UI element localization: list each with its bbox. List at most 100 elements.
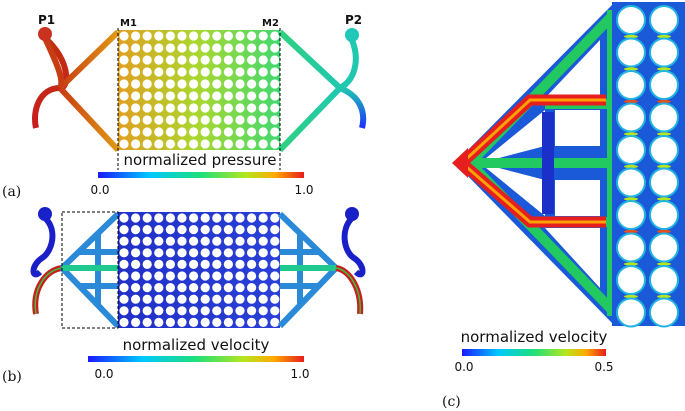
pillar [154, 127, 164, 137]
pillar [212, 283, 222, 293]
pillar [119, 139, 129, 149]
pillar [177, 115, 187, 125]
pillar [247, 259, 257, 269]
pillar [200, 213, 210, 223]
zoom-region-box [61, 211, 119, 329]
pillar [189, 67, 199, 77]
pillar [131, 283, 141, 293]
pillar [212, 115, 222, 125]
pillar [223, 127, 233, 137]
pillar [189, 248, 199, 258]
pillar [165, 55, 175, 65]
pillar [154, 139, 164, 149]
pillar [131, 248, 141, 258]
pillar [119, 248, 129, 258]
pillar [258, 248, 268, 258]
pillar [177, 103, 187, 113]
pillar [247, 79, 257, 89]
pillar [270, 127, 280, 137]
pillar [223, 139, 233, 149]
pillar [142, 259, 152, 269]
pillar [189, 115, 199, 125]
pillar [247, 248, 257, 258]
pillar [649, 5, 679, 35]
pillar [131, 115, 141, 125]
pillar [200, 271, 210, 281]
pillar [154, 103, 164, 113]
pillar [189, 225, 199, 235]
pillar [212, 103, 222, 113]
pillar [235, 225, 245, 235]
pillar [223, 213, 233, 223]
pillar [270, 103, 280, 113]
pillar [235, 317, 245, 327]
pillar [247, 31, 257, 41]
pillar [200, 306, 210, 316]
pillar [189, 283, 199, 293]
pillar [165, 139, 175, 149]
pillar [177, 271, 187, 281]
pillar [154, 248, 164, 258]
pillar [649, 135, 679, 165]
pillar [200, 31, 210, 41]
pillar [212, 225, 222, 235]
pillar [177, 213, 187, 223]
pillar [235, 213, 245, 223]
pillar [223, 306, 233, 316]
pillar [212, 127, 222, 137]
pillar [212, 91, 222, 101]
pillar [119, 306, 129, 316]
pillar [258, 43, 268, 53]
pillar [177, 31, 187, 41]
pillar [235, 115, 245, 125]
pillar [119, 283, 129, 293]
pillar [189, 139, 199, 149]
pillar [616, 232, 646, 263]
pillar [247, 55, 257, 65]
pillar [154, 67, 164, 77]
pillar [131, 139, 141, 149]
pillar [189, 259, 199, 269]
colorbar-b-title: normalized velocity [123, 336, 270, 354]
pillar-array-a [119, 31, 280, 149]
pillar-array-b [119, 213, 280, 327]
pillar [189, 236, 199, 246]
pillar [131, 55, 141, 65]
pillar [142, 127, 152, 137]
pillar [223, 103, 233, 113]
pillar [235, 306, 245, 316]
pillar [165, 248, 175, 258]
pillar [270, 91, 280, 101]
pillar [177, 317, 187, 327]
pillar [165, 115, 175, 125]
pillar [142, 248, 152, 258]
pillar [247, 306, 257, 316]
pillar [223, 91, 233, 101]
pillar [119, 55, 129, 65]
pillar [119, 317, 129, 327]
pillar [142, 317, 152, 327]
pillar [200, 67, 210, 77]
colorbar-c-min: 0.0 [454, 360, 473, 374]
pillar [270, 259, 280, 269]
pillar [154, 259, 164, 269]
pillar [165, 259, 175, 269]
pillar [177, 283, 187, 293]
right-manifold [277, 29, 343, 153]
pillar [119, 127, 129, 137]
pillar [142, 115, 152, 125]
pillar [165, 103, 175, 113]
pillar [616, 37, 646, 68]
pillar [649, 70, 679, 100]
pillar [258, 127, 268, 137]
colorbar-a-min: 0.0 [90, 183, 109, 197]
colorbar-a-bar [98, 172, 304, 178]
pillar [616, 102, 646, 133]
pillar [119, 91, 129, 101]
pillar [247, 67, 257, 77]
pillar [247, 294, 257, 304]
p1-label: P1 [38, 13, 55, 27]
pillar [270, 67, 280, 77]
pillar [200, 236, 210, 246]
pillar [177, 43, 187, 53]
